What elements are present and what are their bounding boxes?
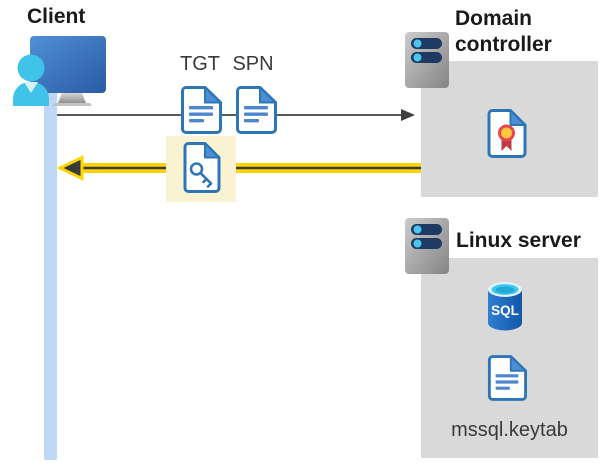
keytab-file-icon xyxy=(487,355,527,401)
rosette-seal xyxy=(498,124,515,142)
monitor-stand xyxy=(58,93,86,103)
person-collar xyxy=(24,82,38,93)
monitor-icon xyxy=(30,36,106,93)
monitor-base xyxy=(52,103,92,106)
linux-server-label: Linux server xyxy=(456,229,581,252)
tgt-document-icon xyxy=(181,86,222,134)
response-arrow xyxy=(56,155,421,181)
client-computer-icon xyxy=(13,36,106,106)
key-icon xyxy=(189,162,213,188)
domain-controller-server-icon xyxy=(405,32,449,88)
spn-document-icon xyxy=(236,86,277,134)
client-timeline-bar xyxy=(44,90,57,460)
request-arrow xyxy=(57,109,415,121)
keytab-ticket-icon xyxy=(183,142,221,193)
tgt-label: TGT xyxy=(180,53,220,75)
client-label: Client xyxy=(27,5,86,28)
keytab-filename-label: mssql.keytab xyxy=(451,419,568,441)
certificate-icon xyxy=(487,109,527,158)
spn-label: SPN xyxy=(232,53,274,75)
person-head xyxy=(17,54,45,82)
person-body xyxy=(13,82,49,106)
sql-badge-text: SQL xyxy=(491,303,519,318)
linux-server-icon xyxy=(405,218,449,274)
sql-database-icon: SQL xyxy=(488,282,522,331)
domain-controller-label: Domain controller xyxy=(455,7,552,56)
